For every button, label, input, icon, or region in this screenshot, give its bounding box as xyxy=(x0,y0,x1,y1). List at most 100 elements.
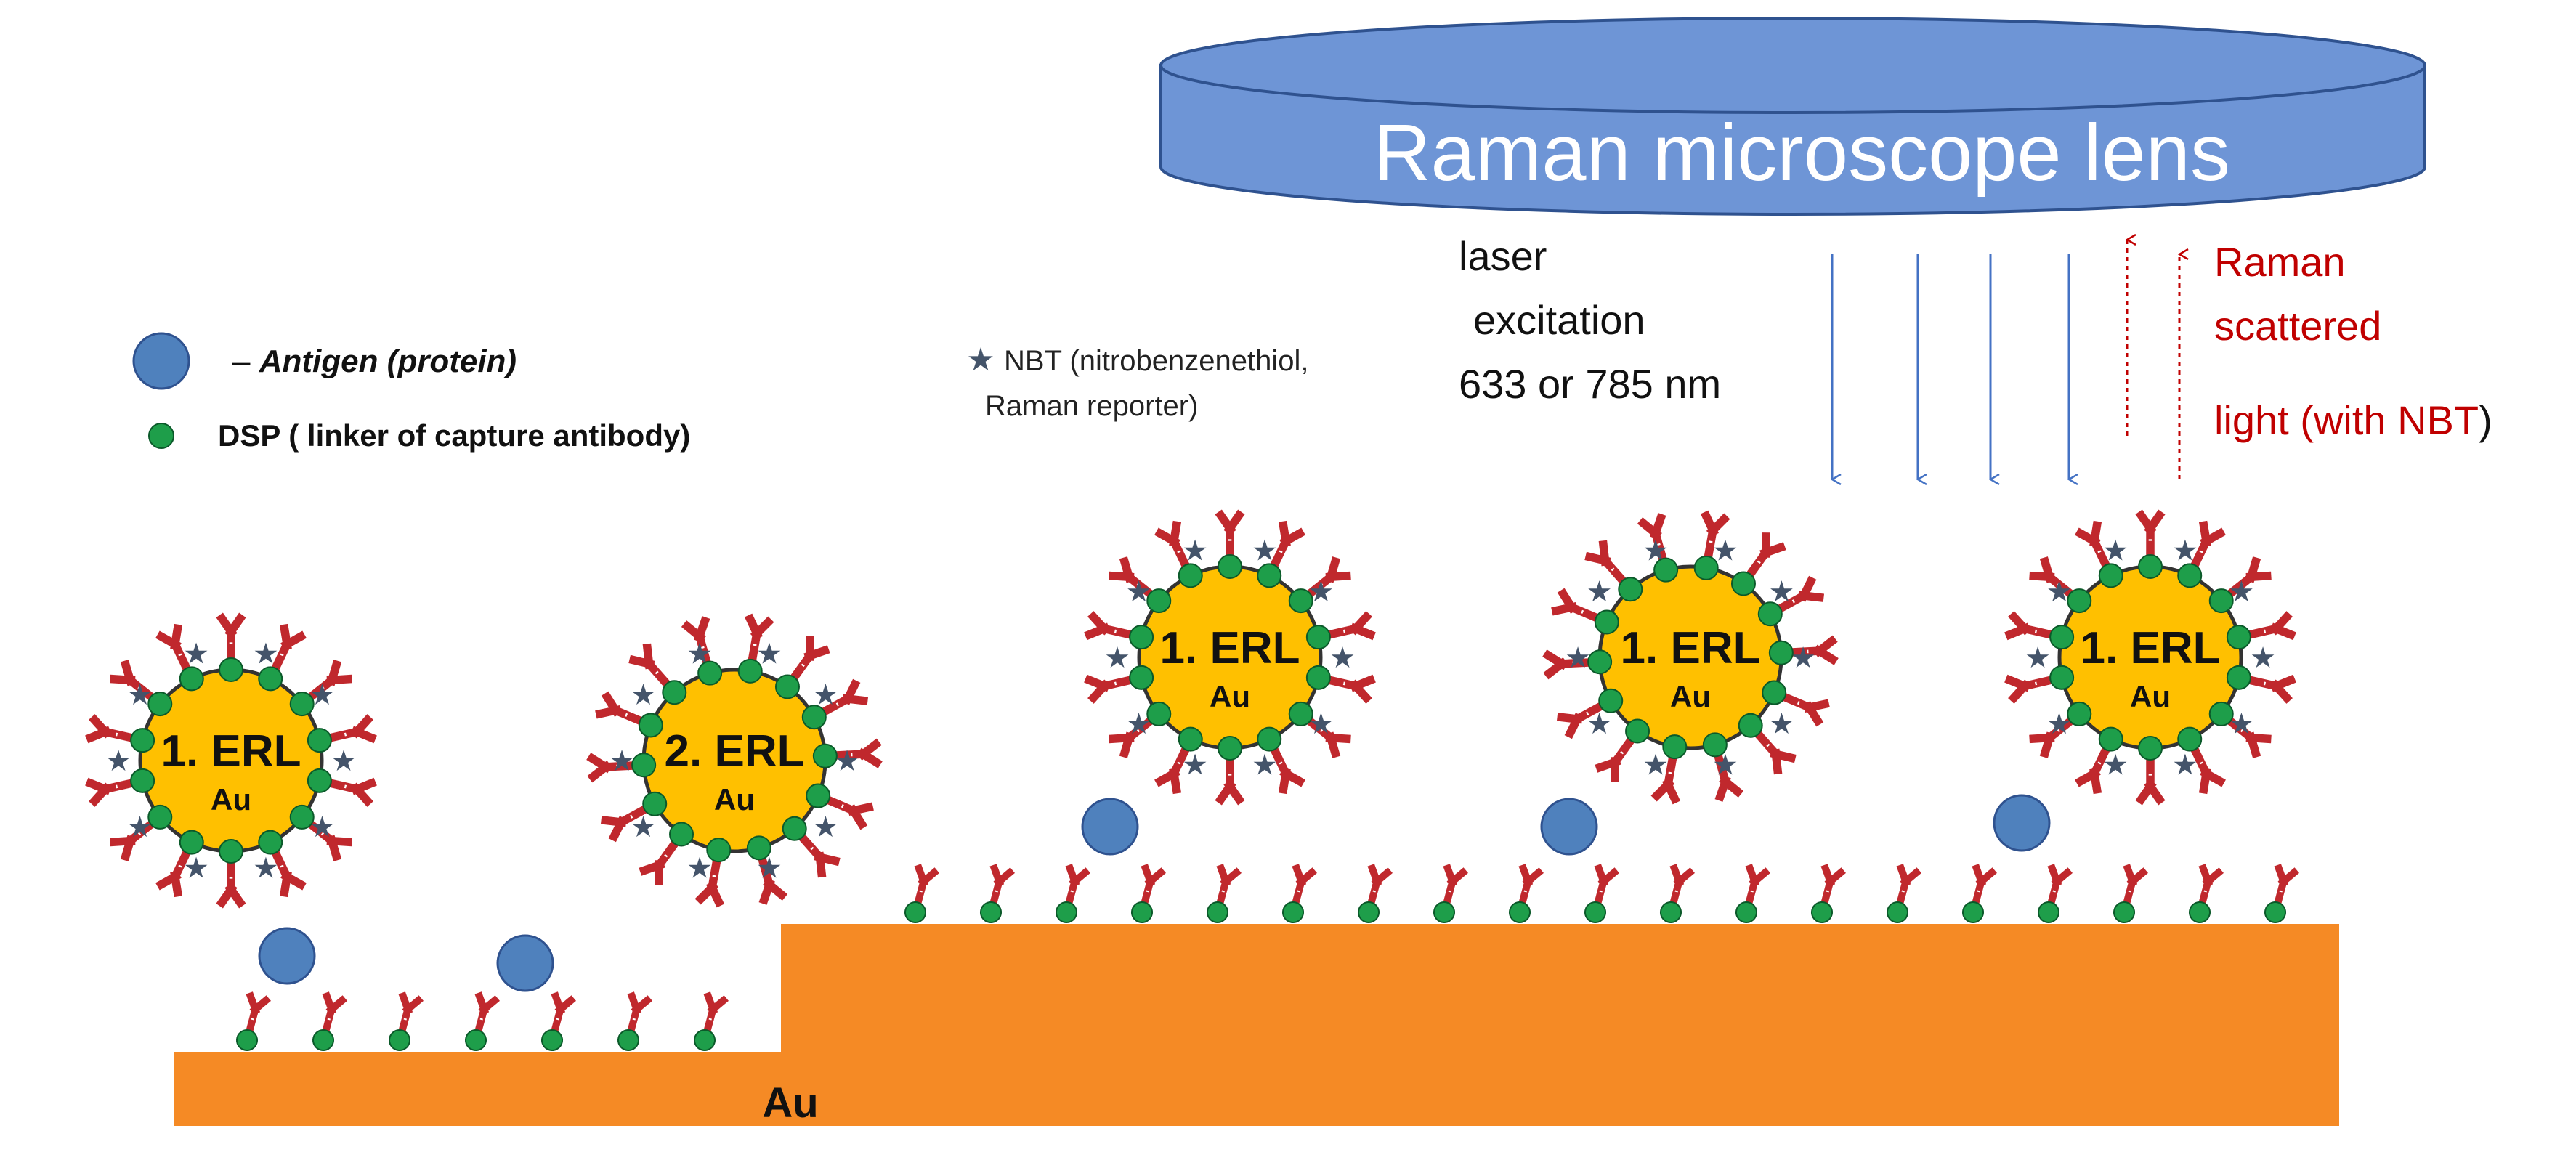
dsp-linker xyxy=(669,822,694,847)
dsp-linker xyxy=(1129,625,1154,650)
dsp-linker xyxy=(2226,625,2251,650)
nbt-star: ★ xyxy=(2025,642,2051,674)
dsp-linker xyxy=(642,791,668,816)
dsp-linker xyxy=(219,839,243,864)
nbt-star: ★ xyxy=(1329,642,1356,674)
dsp-linker xyxy=(1257,726,1282,752)
raman-line-3: light (with NBT) xyxy=(2214,397,2492,443)
laser-line-1: laser xyxy=(1459,233,1547,279)
dsp-linker xyxy=(2189,901,2211,923)
surface-antibody xyxy=(1733,861,1773,923)
dsp-linker xyxy=(904,901,926,923)
dsp-linker xyxy=(2177,563,2203,588)
particle-sublabel: Au xyxy=(1210,679,1250,713)
dsp-linker xyxy=(638,713,663,738)
dsp-linker xyxy=(258,830,283,855)
surface-antibody xyxy=(309,989,349,1051)
nbt-star: ★ xyxy=(609,745,635,777)
nbt-star: ★ xyxy=(1768,708,1794,740)
nbt-star: ★ xyxy=(1587,708,1613,740)
particle-sublabel: Au xyxy=(2130,679,2171,713)
dsp-linker xyxy=(1131,901,1153,923)
antigen xyxy=(1081,798,1139,856)
dsp-linker xyxy=(1288,588,1313,614)
nbt-star: ★ xyxy=(1252,535,1278,567)
dsp-linker xyxy=(631,753,657,778)
dsp-linker xyxy=(2264,901,2286,923)
dsp-linker xyxy=(179,666,204,692)
surface-antibody xyxy=(2186,861,2226,923)
dsp-linker xyxy=(662,680,687,705)
dsp-linker xyxy=(812,743,838,768)
raman-line-1: Raman xyxy=(2214,239,2346,285)
dsp-linker xyxy=(1962,901,1984,923)
dsp-linker xyxy=(1598,688,1624,713)
surface-antibody xyxy=(386,989,426,1051)
laser-excitation-label: laser excitation 633 or 785 nm xyxy=(1459,233,1721,407)
antigen xyxy=(1540,798,1598,856)
nbt-legend-line-1: NBT (nitrobenzenethiol, xyxy=(1004,345,1309,377)
particle-label: 2. ERL xyxy=(665,726,805,776)
dsp-linker xyxy=(1768,640,1794,665)
dsp-linker xyxy=(541,1029,563,1051)
dsp-linker xyxy=(289,804,315,830)
antigen-legend-label: – Antigen (protein) xyxy=(232,344,517,379)
dsp-linker xyxy=(1509,901,1531,923)
nbt-star: ★ xyxy=(2102,535,2129,567)
surface-antibody xyxy=(615,989,655,1051)
dsp-linker xyxy=(289,692,315,717)
dsp-linker xyxy=(2067,701,2092,726)
dsp-linker xyxy=(1702,732,1728,758)
dsp-linker xyxy=(219,657,243,682)
dsp-linker xyxy=(2208,701,2234,726)
surface-antibody xyxy=(233,989,273,1051)
nbt-legend-line-2: Raman reporter) xyxy=(985,390,1198,422)
dsp-linker xyxy=(389,1029,410,1051)
antigen-legend-icon xyxy=(132,332,190,390)
nbt-legend-icon: ★ xyxy=(966,342,995,378)
surface-antibody xyxy=(538,989,578,1051)
dsp-linker xyxy=(258,666,283,692)
dsp-linker xyxy=(1594,609,1619,635)
dsp-linker xyxy=(1358,901,1380,923)
surface-antibody xyxy=(1808,861,1848,923)
dsp-linker xyxy=(1757,601,1783,627)
nbt-star: ★ xyxy=(2102,749,2129,781)
dsp-linker xyxy=(697,660,723,686)
lens-label: Raman microscope lens xyxy=(1373,108,2230,198)
dsp-linker xyxy=(2098,726,2123,752)
surface-antibody xyxy=(1657,861,1697,923)
surface-antibody xyxy=(2261,861,2301,923)
dsp-linker xyxy=(1288,701,1313,726)
nbt-star: ★ xyxy=(2172,535,2198,567)
nbt-star: ★ xyxy=(631,679,657,711)
laser-line-2: excitation xyxy=(1473,297,1645,343)
raman-scattered-label: Raman scattered light (with NBT) xyxy=(2214,239,2492,443)
substrate-label: Au xyxy=(762,1079,818,1127)
dsp-legend-icon xyxy=(148,423,174,449)
dsp-linker xyxy=(2138,736,2163,761)
nbt-star: ★ xyxy=(834,745,860,777)
surface-antibody xyxy=(1506,861,1546,923)
particle-label: 1. ERL xyxy=(2081,623,2221,673)
nbt-star: ★ xyxy=(686,852,713,884)
dsp-linker xyxy=(307,728,332,753)
surface-antibody xyxy=(1581,861,1621,923)
dsp-linker xyxy=(806,783,831,808)
dsp-linker xyxy=(1584,901,1606,923)
dsp-linker xyxy=(1056,901,1077,923)
surface-antibody xyxy=(2110,861,2150,923)
dsp-linker xyxy=(2049,625,2075,650)
dsp-linker xyxy=(1178,563,1203,588)
dsp-linker xyxy=(694,1029,716,1051)
dsp-linker xyxy=(782,816,807,841)
antigen xyxy=(258,927,316,985)
dsp-linker xyxy=(1218,554,1242,579)
surface-antibody xyxy=(2035,861,2075,923)
dsp-linker xyxy=(1730,571,1756,596)
nbt-star: ★ xyxy=(253,638,279,670)
nbt-star: ★ xyxy=(1643,749,1669,781)
dsp-linker xyxy=(1218,736,1242,761)
